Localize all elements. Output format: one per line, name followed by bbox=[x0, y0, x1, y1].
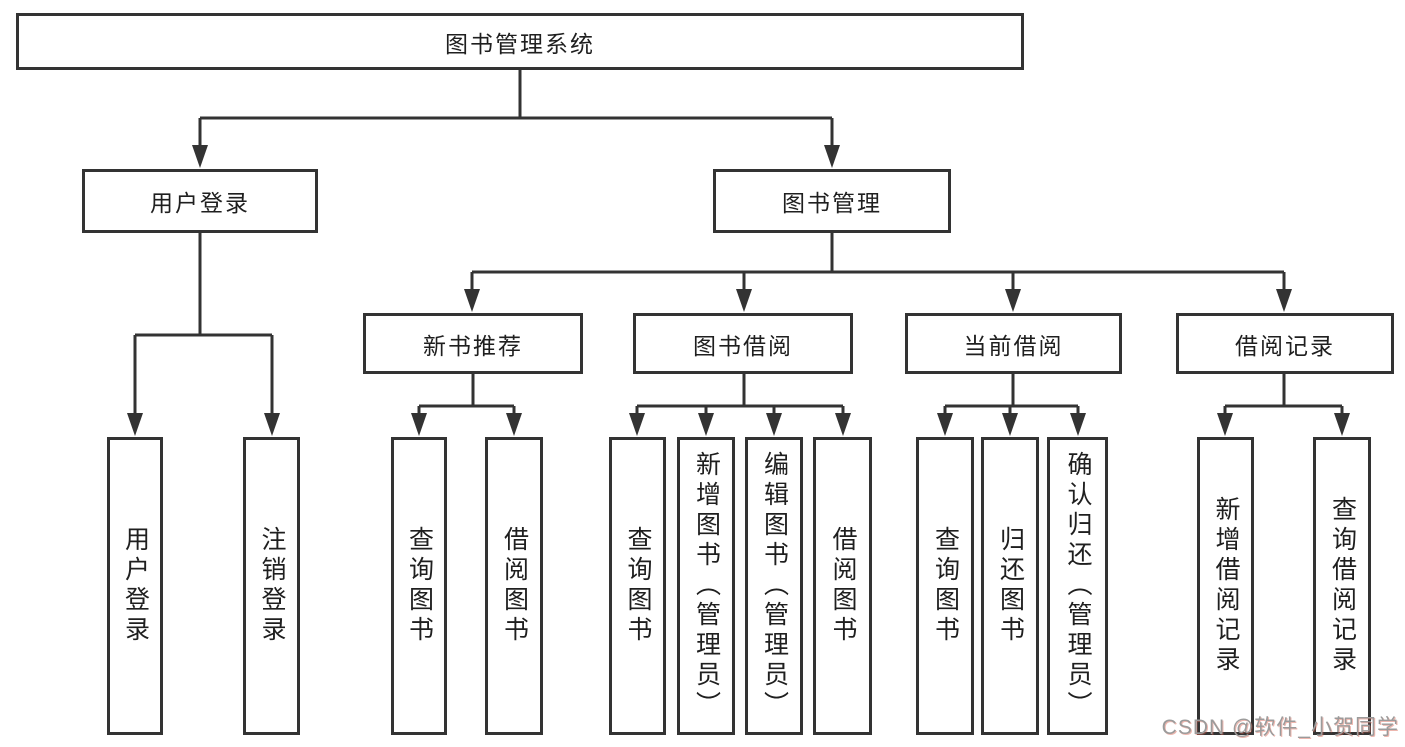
leaf-logout-label: 注销登录 bbox=[258, 526, 286, 646]
node-user-login: 用户登录 bbox=[82, 169, 318, 233]
leaf-edit-books-admin: 编辑图书（管理员） bbox=[745, 437, 803, 735]
csdn-watermark: CSDN @软件_小贺同学 bbox=[1161, 716, 1399, 739]
leaf-user-login: 用户登录 bbox=[107, 437, 163, 735]
leaf-add-borrow-record: 新增借阅记录 bbox=[1197, 437, 1254, 735]
leaf-edit-books-admin-label: 编辑图书（管理员） bbox=[760, 451, 789, 721]
leaf-borrow-books-recommend: 借阅图书 bbox=[485, 437, 543, 735]
node-user-login-label: 用户登录 bbox=[150, 190, 250, 216]
connector-new-book-children bbox=[417, 374, 516, 415]
leaf-query-books-current-label: 查询图书 bbox=[931, 526, 960, 646]
node-current-borrow-label: 当前借阅 bbox=[963, 332, 1064, 359]
leaf-return-books: 归还图书 bbox=[981, 437, 1039, 735]
leaf-add-books-admin-label: 新增图书（管理员） bbox=[692, 451, 721, 721]
leaf-query-books-borrow-label: 查询图书 bbox=[624, 526, 652, 646]
node-current-borrow: 当前借阅 bbox=[905, 313, 1122, 374]
leaf-query-books-recommend: 查询图书 bbox=[391, 437, 447, 735]
leaf-add-books-admin: 新增图书（管理员） bbox=[677, 437, 735, 735]
leaf-return-books-label: 归还图书 bbox=[996, 526, 1025, 646]
node-book-borrow-label: 图书借阅 bbox=[693, 332, 793, 359]
leaf-query-books-borrow: 查询图书 bbox=[609, 437, 666, 735]
node-new-book-recommend: 新书推荐 bbox=[363, 313, 583, 374]
leaf-borrow-books-recommend-label: 借阅图书 bbox=[500, 526, 529, 646]
arrowheads-level4 bbox=[411, 413, 1350, 436]
connector-book-mgmt-to-level3 bbox=[470, 232, 1286, 291]
connector-user-login-children bbox=[133, 232, 274, 415]
connector-borrow-records-children bbox=[1223, 374, 1344, 415]
connector-current-borrow-children bbox=[943, 374, 1080, 415]
leaf-confirm-return-admin-label: 确认归还（管理员） bbox=[1064, 451, 1092, 721]
node-book-management: 图书管理 bbox=[713, 169, 951, 233]
connector-book-borrow-children bbox=[635, 374, 845, 415]
connector-root-to-level2 bbox=[198, 70, 834, 147]
node-root-library-system: 图书管理系统 bbox=[16, 13, 1024, 70]
leaf-borrow-books-label: 借阅图书 bbox=[829, 526, 857, 646]
leaf-user-login-label: 用户登录 bbox=[121, 526, 150, 646]
node-new-book-recommend-label: 新书推荐 bbox=[423, 332, 523, 359]
leaf-confirm-return-admin: 确认归还（管理员） bbox=[1047, 437, 1108, 735]
arrowheads-level3 bbox=[464, 289, 1292, 312]
node-borrow-records: 借阅记录 bbox=[1176, 313, 1394, 374]
leaf-query-borrow-record: 查询借阅记录 bbox=[1313, 437, 1371, 735]
arrowheads-level2 bbox=[192, 145, 840, 168]
node-borrow-records-label: 借阅记录 bbox=[1235, 332, 1335, 359]
leaf-query-books-recommend-label: 查询图书 bbox=[405, 526, 434, 646]
leaf-add-borrow-record-label: 新增借阅记录 bbox=[1212, 496, 1240, 676]
leaf-query-borrow-record-label: 查询借阅记录 bbox=[1328, 496, 1357, 676]
arrowheads-user-login-children bbox=[127, 413, 280, 436]
node-book-management-label: 图书管理 bbox=[782, 190, 882, 216]
leaf-query-books-current: 查询图书 bbox=[916, 437, 974, 735]
leaf-logout: 注销登录 bbox=[243, 437, 300, 735]
node-root-label: 图书管理系统 bbox=[445, 30, 595, 57]
leaf-borrow-books: 借阅图书 bbox=[813, 437, 872, 735]
node-book-borrow: 图书借阅 bbox=[633, 313, 853, 374]
